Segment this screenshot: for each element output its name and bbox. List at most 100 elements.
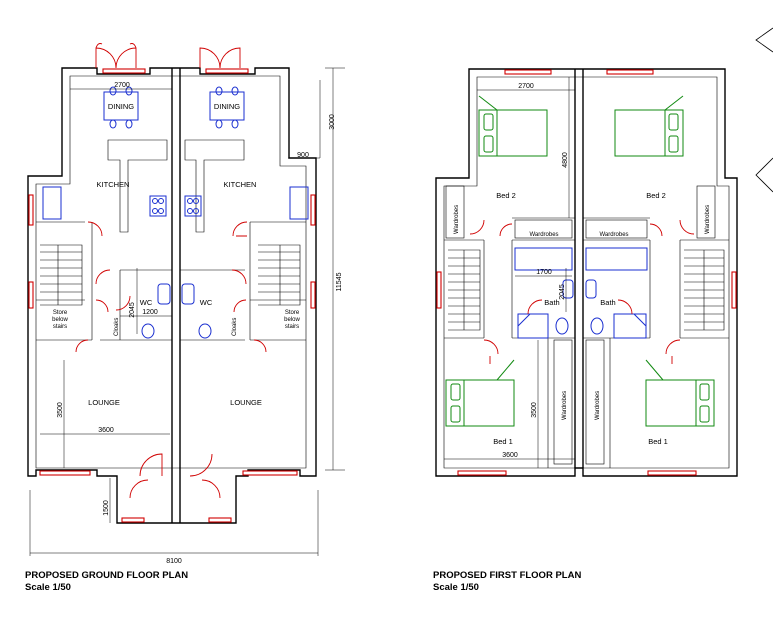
wardrobe-b2-right [696,185,716,239]
bath-toilet-right [590,317,604,335]
first-window-stair-left [436,271,442,309]
label-wardrobes-b1-left: Wardrobes [562,391,568,420]
ground-stairs-right [258,244,301,306]
dining-table-left [103,86,139,129]
ground-internal-walls [36,221,306,341]
dining-table-right [209,86,245,129]
label-dining-right: DINING [214,102,240,111]
dim-ground-wc-width: 1200 [142,309,158,316]
dim-first-width-top: 2700 [518,83,534,90]
ground-window-side-left [28,194,34,226]
ground-outer-wall [27,67,317,524]
label-lounge-left: LOUNGE [88,398,120,407]
bath-toilet-left [555,317,569,335]
caption-ground-scale: Scale 1/50 [25,582,71,593]
first-window-rear-right [606,69,654,75]
shower-left [517,313,549,339]
ground-front-door-left [129,453,163,499]
bath-basin-right [585,279,597,299]
dim-ground-projection: 900 [297,152,309,159]
ground-doors-internal [75,221,267,353]
caption-first-scale: Scale 1/50 [433,582,479,593]
wardrobe-mid-left [514,219,573,239]
ground-dimension-lines [29,67,345,556]
first-window-rear-left [504,69,552,75]
dim-first-bed1-depth: 3500 [531,402,538,418]
label-bed2-left: Bed 2 [496,191,516,200]
ground-floor-plan [27,43,345,556]
bath-basin-left [562,279,574,299]
wardrobe-b1-right [585,339,605,465]
label-kitchen-left: KITCHEN [97,180,130,189]
label-store-right-1: Store [285,310,300,316]
shower-right [613,313,647,339]
caption-first-title: PROPOSED FIRST FLOOR PLAN [433,570,582,581]
label-store-left-3: stairs [53,324,67,330]
bed-1-right [645,359,715,427]
caption-ground-floor: PROPOSED GROUND FLOOR PLAN Scale 1/50 [25,570,188,594]
label-cloaks-right: Cloaks [232,318,238,336]
bed-2-left [478,95,548,157]
ground-kitchen-units [107,139,245,233]
label-store-left-1: Store [53,310,68,316]
ground-window-stair-right [310,281,316,309]
first-window-front-right [647,470,697,476]
dim-first-bath-width: 1700 [536,269,552,276]
label-bath-right: Bath [600,298,615,307]
first-doors-internal [469,219,695,364]
dim-first-bed2-depth: 4800 [562,152,569,168]
label-wardrobes-mid-left: Wardrobes [529,232,558,238]
ground-french-door-right [199,47,241,69]
label-wardrobes-b2-left: Wardrobes [454,205,460,234]
label-wardrobes-b2-right: Wardrobes [705,205,711,234]
first-dimension-lines [444,77,575,468]
wc-basin-right [181,283,195,305]
label-wc-left: WC [140,298,153,307]
wc-toilet-left [141,323,155,339]
ground-window-stair-left [28,281,34,309]
ground-inner-wall [35,75,307,469]
bed-2-right [614,95,684,157]
dim-ground-width-top: 2700 [114,82,130,89]
section-marker-top [755,27,773,53]
bathtub-right [585,247,648,271]
first-outer-wall [435,68,738,477]
label-bed1-right: Bed 1 [648,437,668,446]
ground-window-rear-right [205,68,249,74]
label-store-left-2: below [52,317,68,323]
label-store-right-3: stairs [285,324,299,330]
kitchen-hob-right [184,195,202,217]
ground-french-door-left [95,43,137,69]
ground-window-porch-left [121,517,145,523]
bathtub-left [514,247,573,271]
label-dining-left: DINING [108,102,134,111]
first-stairs-left [448,249,481,331]
dim-first-bath-depth: 2045 [559,284,566,300]
kitchen-hob-left [149,195,167,217]
ground-window-rear-left [102,68,146,74]
dim-ground-porch-depth: 1500 [103,500,110,516]
caption-ground-title: PROPOSED GROUND FLOOR PLAN [25,570,189,581]
first-floor-plan [435,27,773,477]
dim-first-bed1-width: 3600 [502,452,518,459]
label-kitchen-right: KITCHEN [224,180,257,189]
dim-ground-lounge-depth: 3500 [57,402,64,418]
ground-window-side-right [310,194,316,226]
dim-ground-rear-depth: 3000 [329,114,336,130]
section-marker-bottom [755,157,773,193]
dim-ground-lounge-width: 3600 [98,427,114,434]
label-store-right-2: below [284,317,300,323]
label-cloaks-left: Cloaks [114,318,120,336]
wc-basin-left [157,283,171,305]
ground-window-front-left [39,470,91,476]
label-wc-right: WC [200,298,213,307]
label-wardrobes-b1-right: Wardrobes [595,391,601,420]
ground-stairs-left [40,244,83,306]
dim-ground-wc-depth: 2045 [129,302,136,318]
ground-window-porch-right [208,517,232,523]
first-window-front-left [457,470,507,476]
label-wardrobes-mid-right: Wardrobes [599,232,628,238]
wardrobe-mid-right [585,219,648,239]
kitchen-sink-left [42,186,62,220]
